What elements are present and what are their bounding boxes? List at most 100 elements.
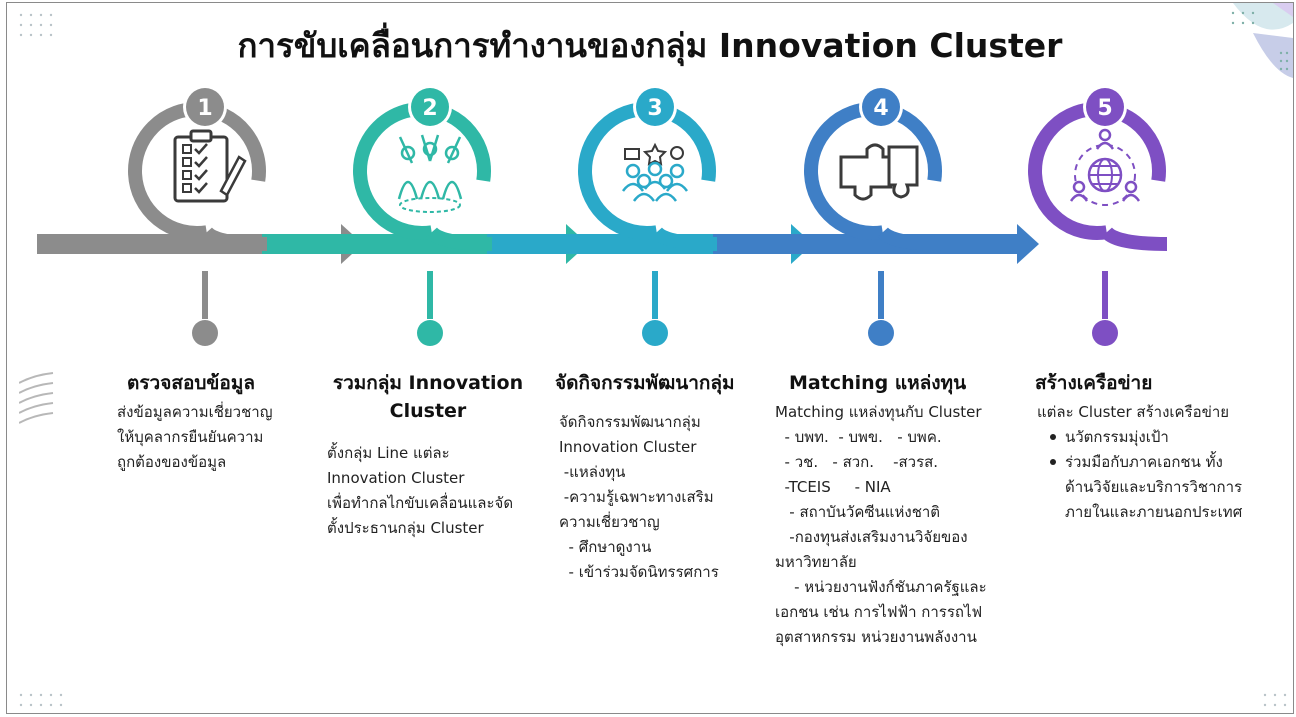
connector-line bbox=[202, 271, 208, 319]
step-4-body-line: - หน่วยงานฟังก์ชันภาครัฐและ bbox=[775, 578, 987, 596]
step-number: 5 bbox=[1097, 96, 1112, 121]
step-1-heading: ตรวจสอบข้อมูล bbox=[127, 372, 255, 394]
step-4-heading: Matching แหล่งทุน bbox=[789, 372, 967, 394]
puzzle-piece-left bbox=[839, 143, 893, 201]
step-5-bullet-line: นวัตกรรมมุ่งเป้า bbox=[1065, 428, 1169, 446]
checklist-icon bbox=[173, 129, 247, 203]
step-3-body-line: -ความรู้เฉพาะทางเสริม bbox=[559, 488, 714, 506]
checkbox bbox=[182, 144, 192, 154]
step-4-body-line: เอกชน เช่น การไฟฟ้า การรถไฟ bbox=[775, 603, 983, 621]
step-ring bbox=[804, 102, 942, 240]
decorative-dots-top-left bbox=[17, 11, 57, 41]
step-3-number-badge: 3 bbox=[633, 85, 677, 129]
puzzle-piece-right bbox=[887, 145, 919, 199]
connector-dot bbox=[642, 320, 668, 346]
step-2-body-line: เพื่อทำกลไกขับเคลื่อนและจัด bbox=[327, 494, 514, 512]
person-body bbox=[654, 192, 678, 202]
step-4-body-line: - สถาบันวัคซีนแห่งชาติ bbox=[775, 503, 941, 521]
star bbox=[642, 142, 668, 166]
person-head bbox=[1124, 180, 1138, 194]
person-head bbox=[658, 173, 674, 189]
step-5-number-badge: 5 bbox=[1083, 85, 1127, 129]
process-diagram: 1 2 3 4 5 bbox=[37, 85, 1168, 346]
step-number: 3 bbox=[647, 96, 662, 121]
step-3-heading: จัดกิจกรรมพัฒนากลุ่ม bbox=[555, 372, 735, 394]
step-5-node: 5 bbox=[1028, 85, 1168, 346]
connector-line bbox=[652, 271, 658, 319]
check-mark bbox=[194, 182, 208, 194]
step-ring-tail bbox=[426, 227, 493, 251]
badge-fill bbox=[1086, 88, 1124, 126]
person-head bbox=[625, 163, 641, 179]
step-5-bullet-list: นวัตกรรมมุ่งเป้า ร่วมมือกับภาคเอกชน ทั้ง… bbox=[1047, 425, 1277, 525]
step-3-body: จัดกิจกรรมพัฒนากลุ่ม Innovation Cluster … bbox=[559, 410, 779, 585]
step-1-body: ส่งข้อมูลความเชี่ยวชาญ ให้บุคลากรยืนยันค… bbox=[117, 400, 317, 475]
decorative-shapes-top-right bbox=[1203, 3, 1293, 83]
step-5-bullet-line: ด้านวิจัยและบริการวิชาการ bbox=[1065, 478, 1243, 496]
badge-fill bbox=[186, 88, 224, 126]
pencil bbox=[219, 155, 247, 197]
person-body bbox=[1095, 141, 1115, 150]
step-5-bullet-line: ภายในและภายนอกประเทศ bbox=[1065, 503, 1243, 521]
step-ring bbox=[578, 102, 716, 240]
step-5-bullet-line: ร่วมมือกับภาคเอกชน ทั้ง bbox=[1065, 453, 1223, 471]
person-head bbox=[647, 161, 663, 177]
step-2-body-line: ตั้งประธานกลุ่ม Cluster bbox=[327, 519, 484, 537]
step-ring-tail bbox=[877, 227, 944, 251]
check-mark bbox=[194, 143, 208, 155]
step-ring-tail bbox=[201, 227, 268, 251]
step-4-body-line: Matching แหล่งทุนกับ Cluster bbox=[775, 403, 982, 421]
connector-line bbox=[1102, 271, 1108, 319]
person-body bbox=[632, 192, 656, 202]
global-network-icon bbox=[1069, 128, 1141, 206]
checkbox bbox=[182, 170, 192, 180]
step-5-body-line: แต่ละ Cluster สร้างเครือข่าย bbox=[1037, 403, 1230, 421]
team-unity-icon bbox=[397, 134, 463, 213]
connector-dot bbox=[1092, 320, 1118, 346]
person-head bbox=[422, 141, 438, 157]
badge-fill bbox=[636, 88, 674, 126]
person-head bbox=[669, 163, 685, 179]
step-3-node: 3 bbox=[578, 85, 718, 346]
check-mark bbox=[194, 156, 208, 168]
person-body bbox=[621, 182, 645, 192]
group-rating-icon bbox=[621, 142, 689, 202]
slide-frame: การขับเคลื่อนการทำงานของกลุ่ม Innovation… bbox=[6, 2, 1294, 714]
step-4-body-line: -กองทุนส่งเสริมงานวิจัยของ bbox=[775, 528, 968, 546]
step-number: 1 bbox=[197, 96, 212, 121]
badge-fill bbox=[862, 88, 900, 126]
badge-fill bbox=[411, 88, 449, 126]
clipboard-clip bbox=[189, 129, 213, 143]
step-3-body-line: Innovation Cluster bbox=[559, 438, 697, 456]
step-ring-tail bbox=[1101, 227, 1168, 251]
step-3-body-line: ความเชี่ยวชาญ bbox=[559, 513, 660, 531]
step-5-bullet: ร่วมมือกับภาคเอกชน ทั้ง ด้านวิจัยและบริก… bbox=[1047, 450, 1277, 525]
person-body bbox=[1069, 193, 1089, 202]
step-2-node: 2 bbox=[353, 85, 493, 346]
step-2-body-line: ตั้งกลุ่ม Line แต่ละ bbox=[327, 444, 450, 462]
step-3-body-line: - ศึกษาดูงาน bbox=[559, 538, 652, 556]
connector-dot bbox=[868, 320, 894, 346]
person-body bbox=[665, 182, 689, 192]
decorative-dots-bottom-left bbox=[17, 691, 67, 711]
note-box bbox=[624, 148, 640, 160]
connector-dot bbox=[417, 320, 443, 346]
globe-parallels bbox=[1089, 165, 1121, 185]
step-1-number-badge: 1 bbox=[183, 85, 227, 129]
person-body bbox=[1121, 193, 1141, 202]
step-1-node: 1 bbox=[128, 85, 268, 346]
puzzle-icon bbox=[839, 143, 919, 201]
person-head bbox=[400, 145, 416, 161]
checkbox bbox=[182, 157, 192, 167]
checkbox bbox=[182, 183, 192, 193]
step-number: 4 bbox=[873, 96, 888, 121]
person-body bbox=[441, 180, 463, 200]
step-4-body-line: อุตสาหกรรม หน่วยงานพลังงาน bbox=[775, 628, 977, 646]
step-ring bbox=[1028, 102, 1166, 240]
raised-arms bbox=[398, 134, 462, 164]
step-2-heading: รวมกลุ่ม Innovation Cluster bbox=[332, 372, 524, 422]
step-5-body: แต่ละ Cluster สร้างเครือข่าย นวัตกรรมมุ่… bbox=[1037, 400, 1277, 525]
decorative-wave-lines bbox=[19, 371, 59, 431]
target-circle bbox=[670, 146, 684, 160]
connector-line bbox=[878, 271, 884, 319]
